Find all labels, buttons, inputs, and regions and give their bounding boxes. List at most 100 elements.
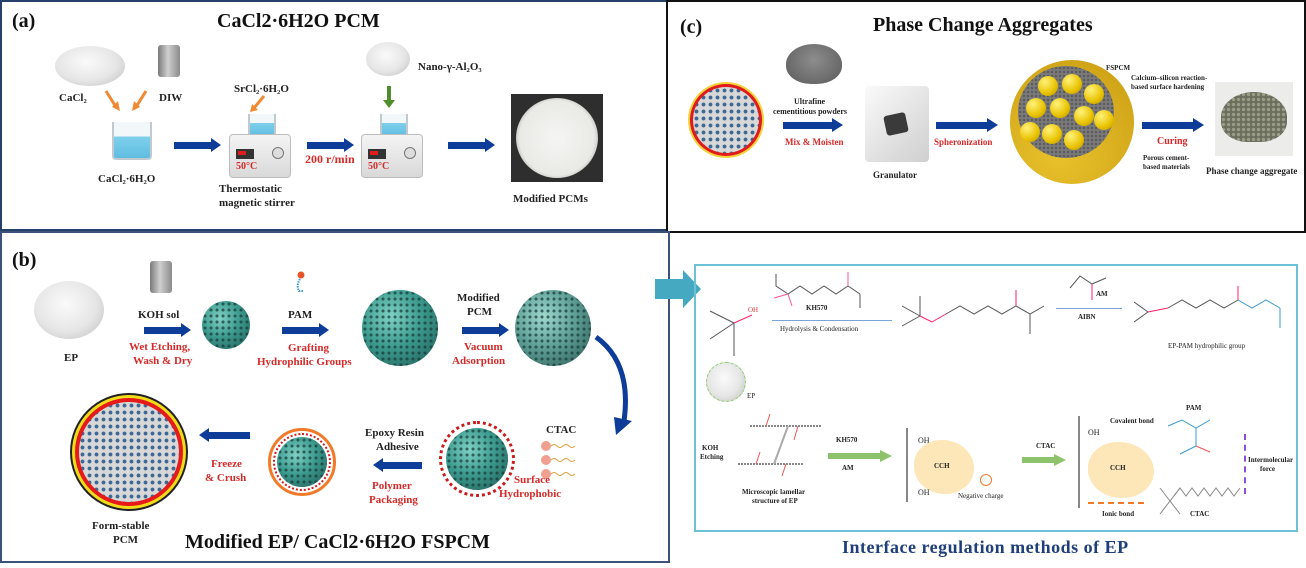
kh570-structure: [773, 272, 861, 308]
koh-label: KOH sol: [138, 309, 180, 321]
epoxy-label-line2: Adhesive: [376, 441, 419, 453]
modified-pcm-photo: [511, 94, 603, 182]
ctac-chain-label: CTAC: [1190, 510, 1210, 518]
form-stable-label-line1: Form-stable: [92, 520, 150, 532]
intermolecular-force-line: [1244, 434, 1246, 494]
process-arrow-icon: [783, 118, 843, 132]
polymer-packaging-label-line2: Packaging: [369, 494, 418, 506]
kh570-label: KH570: [806, 304, 828, 312]
modified-pcm-label-line2: PCM: [467, 306, 493, 318]
aggregate-photo: [1215, 82, 1293, 156]
freeze-crush-label-line1: Freeze: [211, 458, 242, 470]
panel-a-title: CaCl2·6H2O PCM: [217, 10, 380, 32]
ep-pam-label: EP-PAM hydrophilic group: [1168, 342, 1246, 350]
kh570-arrow-label: KH570: [836, 436, 858, 444]
ep-silanol-structure: [709, 310, 753, 356]
diw-container-icon: [158, 45, 180, 77]
cch-label: CCH: [1110, 464, 1126, 472]
cch-label: CCH: [934, 462, 950, 470]
oh-label: OH: [918, 488, 930, 497]
am-label: AM: [1096, 290, 1108, 298]
cacl2-hydrate-label: CaCl₂·6H₂O: [98, 173, 156, 185]
intermolecular-label-line1: Intermolecular: [1248, 456, 1294, 464]
process-arrow-icon: [307, 138, 354, 152]
am-arrow-label: AM: [842, 464, 854, 472]
temperature-readout: 50°C: [368, 161, 390, 172]
srcl2-label: SrCl₂·6H₂O: [234, 83, 289, 95]
aggregate-label: Phase change aggregate: [1206, 166, 1298, 176]
oh-label: OH: [748, 306, 759, 314]
powder-label-line1: Ultrafine: [794, 97, 826, 106]
panel-c-tag: (c): [680, 16, 703, 38]
transition-arrow-icon: [655, 270, 701, 308]
green-arrow-icon: [383, 86, 395, 108]
cacl2-label: CaCl₂: [59, 92, 87, 104]
lamellar-label-line1: Microscopic lamellar: [742, 488, 806, 496]
cacl2-powder-image: [55, 46, 125, 86]
ctac-arrow-label: CTAC: [1036, 442, 1056, 450]
hydrolysis-label: Hydrolysis & Condensation: [780, 325, 859, 333]
surface-hydrophobic-label-line2: Hydrophobic: [499, 488, 562, 500]
aibn-label: AIBN: [1078, 313, 1096, 321]
pam-label: PAM: [1186, 404, 1202, 412]
process-arrow-icon: [174, 138, 221, 152]
panel-c: (c) Phase Change Aggregates Ultrafine ce…: [666, 0, 1306, 233]
koh-etching-label-line1: KOH: [702, 444, 719, 452]
granulator-label: Granulator: [873, 170, 917, 180]
vacuum-label-line1: Vacuum: [464, 341, 503, 353]
porous-label-line1: Porous cement-: [1143, 154, 1190, 162]
porous-label-line2: based materials: [1143, 163, 1190, 171]
modified-pcm-label-line1: Modified: [457, 292, 500, 304]
temperature-readout: 50°C: [236, 161, 258, 172]
koh-etching-label-line2: Etching: [700, 453, 724, 461]
panel-b-title: Modified EP/ CaCl2·6H2O FSPCM: [185, 531, 490, 553]
grafted-ep-sphere: [362, 290, 438, 366]
curved-arrow-icon: [594, 334, 632, 435]
process-arrow-icon: [1142, 118, 1204, 132]
panel-d-interface-regulation: OH EP KH570 Hydrolysis & Condensation AM…: [694, 264, 1298, 532]
grafting-label-line2: Hydrophilic Groups: [257, 356, 352, 368]
granulator-image: [865, 86, 929, 162]
aggregate-cutaway-image: [1010, 60, 1134, 184]
ctac-label: CTAC: [546, 424, 577, 436]
freeze-crush-label-line2: & Crush: [205, 472, 247, 484]
nano-al2o3-label: Nano-γ-Al₂O₃: [418, 61, 482, 73]
negative-charge-icon: [980, 474, 992, 486]
pam-label: PAM: [288, 309, 313, 321]
cch-cloud: [1088, 442, 1154, 498]
process-arrow-icon: [372, 458, 422, 472]
cementitious-powder-image: [786, 44, 842, 84]
beaker-icon: [112, 122, 152, 160]
ctac-molecule-icon: [541, 441, 576, 479]
panel-d-title: Interface regulation methods of EP: [842, 537, 1129, 557]
ep-label: EP: [64, 352, 79, 364]
reaction-arrow: [1056, 308, 1122, 309]
wet-etching-label-line1: Wet Etching,: [129, 341, 191, 353]
orange-arrow-icon: [250, 95, 266, 112]
epoxy-label-line1: Epoxy Resin: [365, 427, 424, 439]
surface-hydrophobic-label-line1: Surface: [514, 474, 551, 486]
pam-chain-structure: [1167, 419, 1211, 455]
ep-small-label: EP: [747, 392, 756, 400]
panel-b-tag: (b): [12, 249, 37, 271]
oh-label: OH: [1088, 428, 1100, 437]
green-arrow-icon: [828, 450, 892, 462]
magnetic-stirrer-image: 50°C: [361, 134, 423, 178]
covalent-bond-label: Covalent bond: [1110, 417, 1154, 425]
diw-label: DIW: [159, 92, 183, 104]
wet-etching-label-line2: Wash & Dry: [133, 355, 193, 367]
ep-pam-structure: [1133, 286, 1281, 328]
orange-merge-arrows: [104, 90, 148, 111]
ionic-bond-line: [1088, 502, 1144, 504]
ep-particle-image: [706, 362, 746, 402]
magnetic-stirrer-image: 50°C: [229, 134, 291, 178]
acrylamide-structure: [1069, 275, 1107, 300]
panel-a: (a) CaCl2·6H2O PCM CaCl₂ DIW CaCl₂·6H₂O …: [0, 0, 666, 231]
oh-label: OH: [918, 436, 930, 445]
lamellar-structure: [738, 413, 822, 477]
process-arrow-icon: [448, 138, 495, 152]
nano-al2o3-powder-image: [366, 42, 410, 76]
reaction-arrow: [772, 320, 892, 321]
hydrophobic-sphere-coating: [439, 421, 515, 497]
green-arrow-icon: [1022, 454, 1066, 466]
